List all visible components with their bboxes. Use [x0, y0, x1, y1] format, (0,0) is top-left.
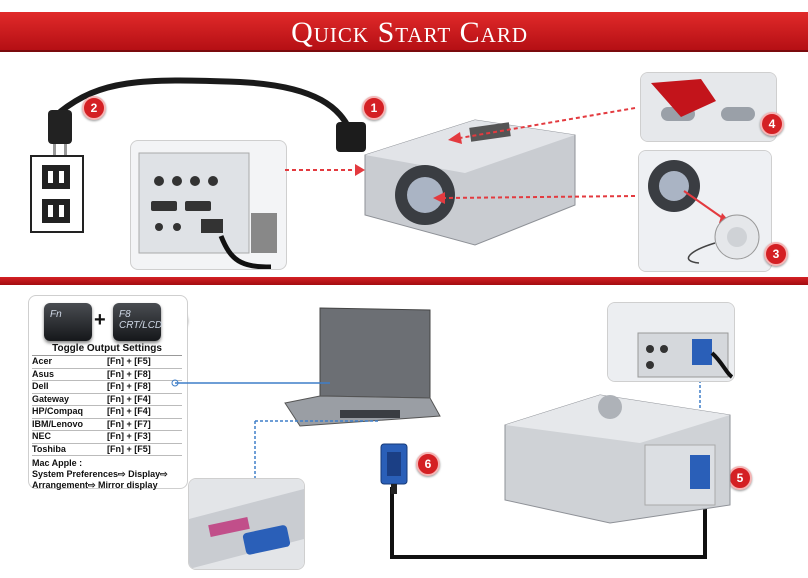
projector-vga-port-closeup: [607, 302, 735, 382]
step-flow-arrows-top: [285, 107, 636, 204]
table-row: IBM/Lenovo[Fn] + [F7]: [32, 419, 182, 431]
page-title: Quick Start Card: [291, 16, 528, 49]
table-row: Toshiba[Fn] + [F5]: [32, 444, 182, 456]
lens-cap-closeup: [638, 150, 772, 272]
f8-key-icon: F8 CRT/LCD: [113, 303, 163, 341]
table-row: NEC[Fn] + [F3]: [32, 431, 182, 444]
step-badge-3: 3: [764, 242, 788, 266]
step-badge-2: 2: [82, 96, 106, 120]
section-divider: [0, 277, 808, 285]
table-row: Asus[Fn] + [F8]: [32, 369, 182, 381]
power-button-closeup: [640, 72, 777, 142]
step-badge-6: 6: [416, 452, 440, 476]
f8-key-label: F8: [119, 309, 131, 320]
table-row: Gateway[Fn] + [F4]: [32, 394, 182, 406]
laptop-illustration: [284, 307, 441, 427]
mac-instructions-line2: Arrangement⇨ Mirror display: [32, 480, 158, 490]
wall-outlet-icon: [30, 155, 84, 233]
step-badge-1: 1: [362, 96, 386, 120]
power-cable-illustration: [48, 77, 366, 158]
plus-sign: +: [94, 309, 106, 331]
mac-instructions-line1: System Preferences⇨ Display⇨: [32, 469, 168, 479]
table-row: Dell[Fn] + [F8]: [32, 381, 182, 394]
projector-rear-illustration: [504, 394, 731, 524]
step-badge-5: 5: [728, 466, 752, 490]
table-row: HP/Compaq[Fn] + [F4]: [32, 406, 182, 419]
f8-key-sublabel: CRT/LCD: [119, 320, 163, 331]
fn-key-icon: Fn: [44, 303, 92, 341]
toggle-output-table: Toggle Output Settings Acer[Fn] + [F5] A…: [32, 343, 182, 491]
title-banner: Quick Start Card: [0, 12, 808, 52]
table-row: Acer[Fn] + [F5]: [32, 356, 182, 369]
fn-key-label: Fn: [50, 309, 62, 320]
mac-label: Mac Apple :: [32, 458, 83, 468]
vga-cable-icon: [380, 443, 408, 494]
toggle-output-title: Toggle Output Settings: [32, 343, 182, 356]
laptop-port-closeup: [188, 478, 305, 570]
step-badge-4: 4: [760, 112, 784, 136]
projector-front-illustration: [364, 119, 576, 246]
projector-rear-panel-closeup: [130, 140, 287, 270]
